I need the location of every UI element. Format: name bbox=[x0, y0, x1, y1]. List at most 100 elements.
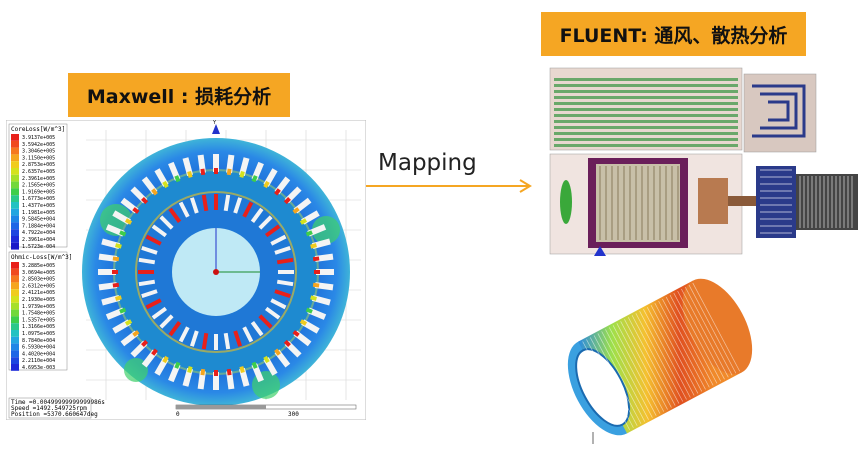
winding-bar bbox=[620, 321, 668, 410]
stator-slot-tip bbox=[283, 339, 291, 347]
stator-slot-tip bbox=[274, 188, 281, 196]
rotor-slot bbox=[145, 298, 162, 310]
rotor-slot bbox=[233, 197, 243, 214]
rotor-slot bbox=[168, 320, 182, 337]
legend-swatch bbox=[11, 296, 19, 303]
end-ring bbox=[698, 178, 728, 224]
legend-swatch bbox=[11, 229, 19, 236]
legend-value: 1.6773e+005 bbox=[22, 196, 55, 202]
rotor-slot bbox=[145, 234, 162, 246]
rotor-slot bbox=[264, 306, 281, 320]
legend-swatch bbox=[11, 350, 19, 358]
stator-slot-tip bbox=[162, 180, 169, 189]
legend-swatch bbox=[11, 343, 19, 351]
cooling-fin bbox=[554, 84, 738, 87]
rotor-slot bbox=[258, 215, 273, 230]
legend-value: 2.3961e+004 bbox=[22, 237, 55, 243]
winding-bar bbox=[654, 302, 703, 392]
legend-swatch bbox=[11, 316, 19, 324]
cooling-fin bbox=[554, 138, 738, 141]
stator-slot-tip bbox=[200, 368, 206, 376]
stator-slot-tip bbox=[115, 295, 122, 301]
winding-bar bbox=[669, 294, 718, 384]
stator-slot bbox=[316, 269, 334, 275]
legend-swatch bbox=[11, 161, 19, 168]
rotor-slot bbox=[178, 326, 190, 343]
stator-slot-tip bbox=[119, 230, 127, 237]
stator-slot-tip bbox=[112, 270, 118, 274]
stator-slot-tip bbox=[200, 168, 206, 176]
stator-slot-tip bbox=[151, 188, 158, 196]
legend-value: 2.1930e+005 bbox=[22, 297, 55, 303]
cooling-fin bbox=[554, 126, 738, 129]
stator-slot-tip bbox=[141, 197, 149, 205]
winding-bar bbox=[586, 339, 634, 428]
legend-value: 2.8503e+005 bbox=[22, 277, 55, 283]
fluent-motor-model bbox=[549, 67, 858, 256]
legend-swatch bbox=[11, 195, 19, 202]
winding-bar bbox=[612, 325, 661, 414]
rotor-slot bbox=[223, 194, 231, 212]
rotor-slot bbox=[151, 224, 168, 238]
legend-swatch bbox=[11, 309, 19, 317]
rotor-slot bbox=[242, 326, 254, 343]
rotor-slot bbox=[159, 215, 174, 230]
winding-bar bbox=[608, 327, 657, 416]
legend-value: 1.1981e+005 bbox=[22, 210, 55, 216]
legend-value: 2.2110e+004 bbox=[22, 358, 55, 364]
winding-bar bbox=[627, 317, 676, 406]
legend-swatch bbox=[11, 202, 19, 209]
winding-bar bbox=[589, 337, 638, 426]
legend-swatch bbox=[11, 154, 19, 162]
rotor-slot bbox=[276, 257, 294, 265]
winding-bar bbox=[601, 331, 649, 420]
stator-slot-tip bbox=[299, 218, 308, 225]
y-axis-label: Y bbox=[212, 120, 217, 126]
legend-value: 2.1565e+005 bbox=[22, 183, 55, 189]
stator-slot bbox=[197, 154, 206, 174]
rotor-slot bbox=[223, 332, 231, 350]
winding-bar bbox=[650, 304, 699, 394]
stator-slot-tip bbox=[124, 218, 133, 225]
stator-slot bbox=[226, 154, 235, 174]
legend-swatch bbox=[11, 236, 19, 243]
stator-slot-tip bbox=[274, 348, 281, 356]
scale-bar: 0 300 bbox=[175, 404, 357, 418]
rotor-slot bbox=[270, 298, 287, 310]
legend-value: 3.9137e+005 bbox=[22, 135, 55, 141]
legend-swatch bbox=[11, 336, 19, 344]
stator-slot-tip bbox=[305, 230, 313, 237]
rotor-slot bbox=[278, 270, 294, 274]
winding-bar bbox=[688, 284, 737, 374]
legend-value: 2.8753e+005 bbox=[22, 162, 55, 168]
winding-temperature-plot bbox=[567, 278, 753, 444]
mapping-label: Mapping bbox=[378, 150, 477, 176]
legend-swatch bbox=[11, 289, 19, 296]
winding-bar bbox=[624, 319, 672, 408]
legend-value: 1.0975e+005 bbox=[22, 331, 55, 337]
legend-value: 2.6357e+005 bbox=[22, 169, 55, 175]
winding-bar bbox=[681, 288, 729, 378]
stator-slot-tip bbox=[263, 180, 270, 189]
legend-swatch bbox=[11, 134, 19, 141]
rotor-slot bbox=[201, 194, 209, 212]
rotor-slot bbox=[264, 224, 281, 238]
rotor-slot bbox=[189, 330, 199, 347]
legend-swatch bbox=[11, 302, 19, 310]
ohmic-legend: Ohmic-Loss[W/m^3] 3.2885e+0053.0694e+005… bbox=[8, 251, 72, 371]
legend-swatch bbox=[11, 188, 19, 196]
stator-slot-tip bbox=[187, 171, 193, 178]
cooling-fin bbox=[554, 114, 738, 117]
rotor-slot bbox=[138, 279, 156, 287]
stator-slot-tip bbox=[305, 307, 313, 314]
stator-slot bbox=[98, 253, 118, 262]
legend-swatch bbox=[11, 215, 19, 223]
motor-cross-section: Y bbox=[82, 120, 350, 406]
rotor-slot bbox=[274, 289, 291, 299]
stator-slot bbox=[314, 282, 334, 291]
winding-bar bbox=[593, 335, 642, 424]
stator-slot-tip bbox=[115, 243, 122, 249]
legend-value: 2.3961e+005 bbox=[22, 176, 55, 182]
winding-bar bbox=[639, 311, 687, 400]
legend-value: 1.3166e+005 bbox=[22, 324, 55, 330]
